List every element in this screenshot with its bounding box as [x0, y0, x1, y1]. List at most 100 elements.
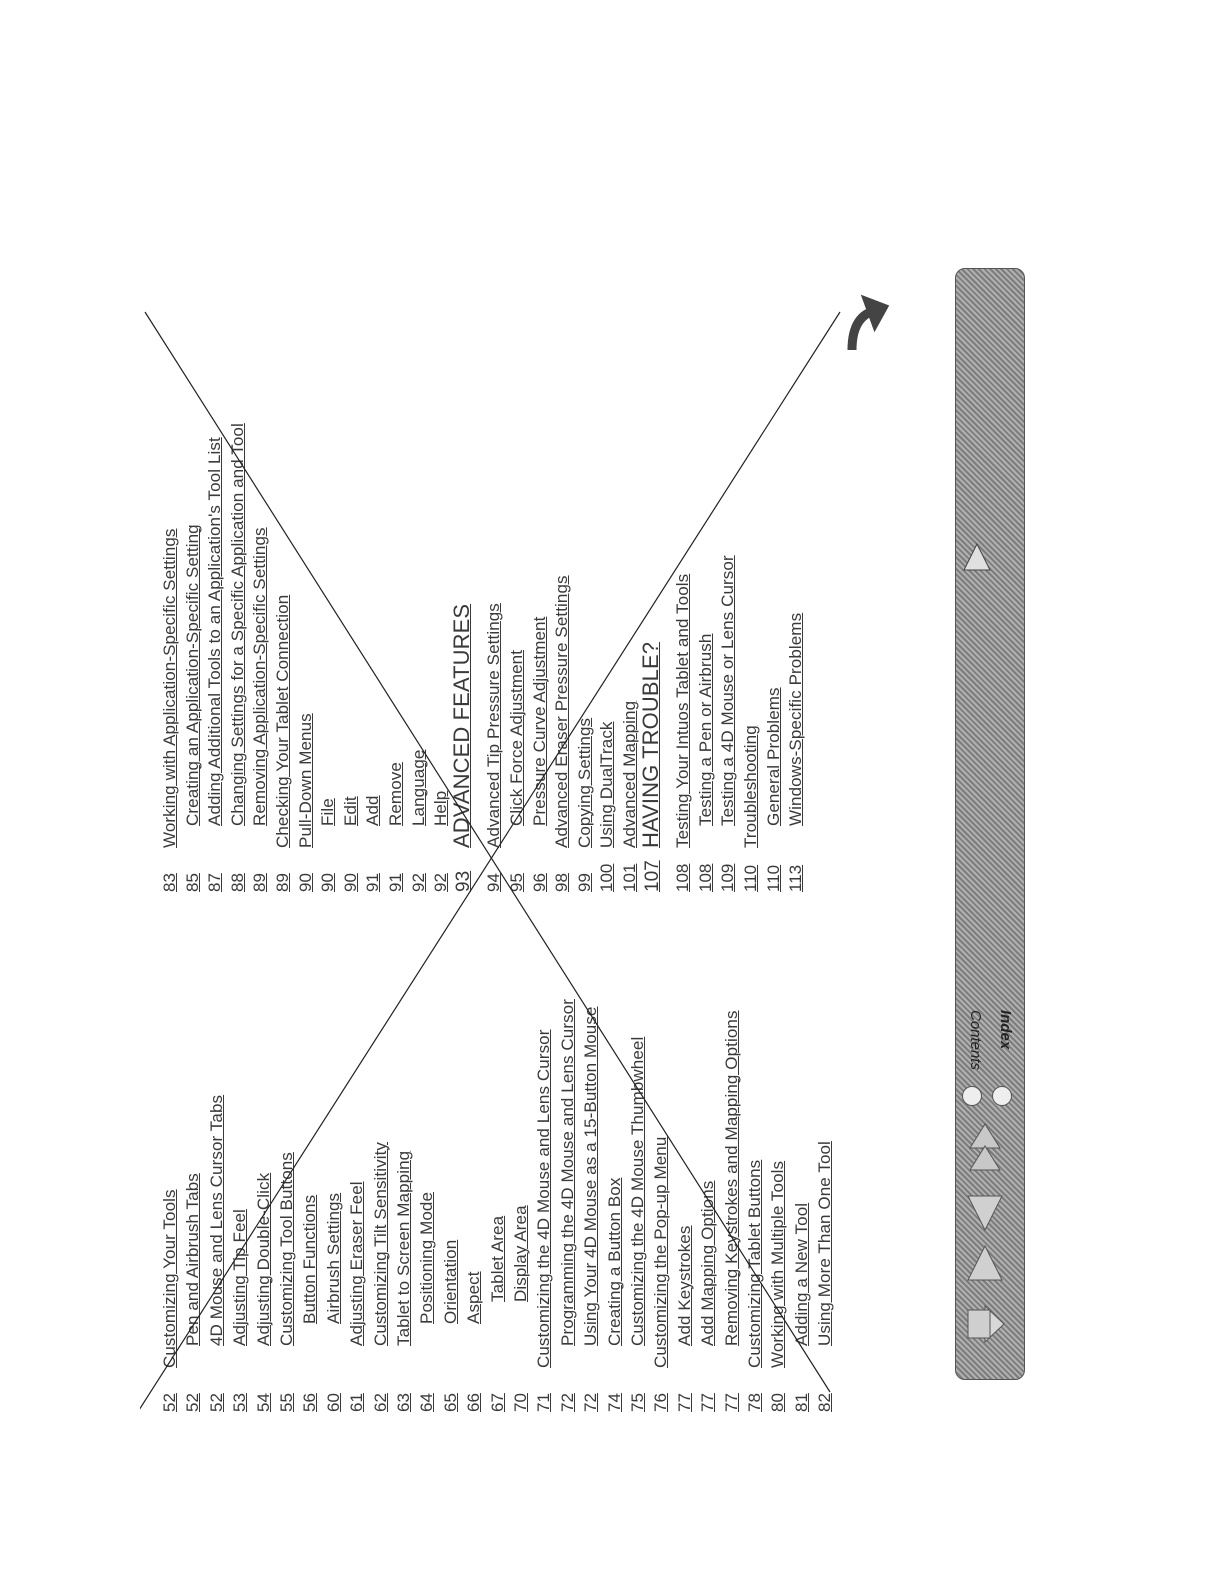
- page-number[interactable]: 62: [370, 1393, 390, 1412]
- entry-title[interactable]: Adding Additional Tools to an Applicatio…: [205, 437, 225, 826]
- left-toc-entry[interactable]: 52 Customizing Your Tools: [158, 942, 181, 1412]
- entry-title[interactable]: Button Functions: [300, 1194, 320, 1324]
- page-number[interactable]: 55: [277, 1393, 296, 1412]
- page-number[interactable]: 65: [440, 1393, 460, 1412]
- page-number[interactable]: 76: [651, 1393, 671, 1412]
- entry-title[interactable]: Add Mapping Options: [698, 1180, 718, 1346]
- page-number[interactable]: 52: [160, 1393, 179, 1412]
- entry-title[interactable]: Adjusting Double-Click: [253, 1172, 273, 1346]
- left-toc-entry[interactable]: 61 Adjusting Eraser Feel: [345, 942, 368, 1412]
- entry-title[interactable]: Testing a Pen or Airbrush: [695, 633, 715, 826]
- left-toc-entry[interactable]: 63 Tablet to Screen Mapping: [392, 942, 415, 1412]
- right-toc-entry[interactable]: 107 HAVING TROUBLE?: [638, 392, 664, 892]
- page-number[interactable]: 77: [698, 1393, 718, 1412]
- entry-title[interactable]: 4D Mouse and Lens Cursor Tabs: [206, 1094, 226, 1346]
- page-number[interactable]: 85: [182, 873, 202, 892]
- page-number[interactable]: 109: [718, 863, 738, 892]
- next-page-button[interactable]: [962, 1190, 1008, 1236]
- entry-title[interactable]: Pen and Airbrush Tabs: [183, 1173, 203, 1346]
- entry-title[interactable]: Customizing the Pop-up Menu: [651, 1136, 671, 1368]
- page-number[interactable]: 95: [507, 873, 526, 892]
- page-number[interactable]: 94: [484, 873, 504, 892]
- entry-title[interactable]: Customizing the 4D Mouse and Lens Cursor: [534, 1029, 554, 1369]
- page-number[interactable]: 61: [347, 1393, 367, 1412]
- entry-title[interactable]: Adjusting Eraser Feel: [347, 1181, 367, 1346]
- page-number[interactable]: 99: [574, 873, 594, 892]
- page-number[interactable]: 113: [786, 864, 806, 892]
- entry-title[interactable]: Programming the 4D Mouse and Lens Cursor: [557, 999, 577, 1346]
- entry-title[interactable]: Changing Settings for a Specific Applica…: [227, 423, 247, 826]
- right-toc-entry[interactable]: 92 Language: [407, 392, 430, 892]
- page-number[interactable]: 101: [620, 863, 639, 892]
- entry-title[interactable]: Tablet to Screen Mapping: [394, 1150, 413, 1346]
- entry-title[interactable]: Customizing Tool Buttons: [277, 1152, 296, 1346]
- left-toc-entry[interactable]: 72 Programming the 4D Mouse and Lens Curs…: [556, 942, 579, 1412]
- entry-title[interactable]: Add Keystrokes: [674, 1225, 694, 1346]
- index-button[interactable]: Index: [990, 1010, 1020, 1110]
- entry-title[interactable]: ADVANCED FEATURES: [448, 603, 474, 848]
- entry-title[interactable]: HAVING TROUBLE?: [637, 641, 663, 848]
- entry-title[interactable]: Aspect: [464, 1271, 484, 1324]
- page-number[interactable]: 96: [529, 873, 549, 892]
- entry-title[interactable]: Customizing Your Tools: [160, 1189, 179, 1368]
- contents-button[interactable]: Contents: [960, 1010, 990, 1110]
- entry-title[interactable]: Troubleshooting: [741, 725, 760, 848]
- page-number[interactable]: 92: [408, 873, 428, 892]
- page-number[interactable]: 82: [815, 1393, 835, 1412]
- page-number[interactable]: 63: [394, 1393, 413, 1412]
- entry-title[interactable]: Removing Keystrokes and Mapping Options: [721, 1010, 741, 1346]
- page-number[interactable]: 108: [673, 863, 693, 892]
- page-number[interactable]: 108: [695, 863, 715, 892]
- right-toc-entry[interactable]: 109 Testing a 4D Mouse or Lens Cursor: [716, 392, 739, 892]
- page-number[interactable]: 91: [386, 873, 405, 892]
- page-number[interactable]: 90: [318, 873, 338, 892]
- page-number[interactable]: 107: [641, 860, 663, 892]
- previous-page-button[interactable]: [962, 1240, 1008, 1286]
- entry-title[interactable]: Working with Multiple Tools: [768, 1160, 788, 1368]
- entry-title[interactable]: Testing a 4D Mouse or Lens Cursor: [718, 555, 738, 826]
- entry-title[interactable]: Language: [408, 749, 428, 826]
- entry-title[interactable]: Customizing the 4D Mouse Thumbwheel: [628, 1036, 647, 1346]
- back-button[interactable]: [962, 1118, 1008, 1178]
- page-number[interactable]: 110: [763, 864, 783, 892]
- page-number[interactable]: 98: [552, 873, 572, 892]
- entry-title[interactable]: Adjusting Tip Feel: [230, 1209, 250, 1346]
- entry-title[interactable]: Using More Than One Tool: [815, 1141, 835, 1346]
- right-toc-entry[interactable]: 98 Advanced Eraser Pressure Settings: [550, 392, 573, 892]
- page-number[interactable]: 72: [557, 1393, 577, 1412]
- page-number[interactable]: 90: [295, 873, 315, 892]
- entry-title[interactable]: Windows-Specific Problems: [786, 612, 806, 826]
- entry-title[interactable]: Advanced Eraser Pressure Settings: [552, 575, 572, 848]
- page-number[interactable]: 54: [253, 1393, 273, 1412]
- left-toc-entry[interactable]: 76 Customizing the Pop-up Menu: [649, 942, 672, 1412]
- left-toc-entry[interactable]: 55 Customizing Tool Buttons: [275, 942, 298, 1412]
- page-number[interactable]: 89: [273, 873, 292, 892]
- page-number[interactable]: 75: [628, 1393, 647, 1412]
- entry-title[interactable]: Checking Your Tablet Connection: [273, 594, 292, 848]
- entry-title[interactable]: Using Your 4D Mouse as a 15-Button Mouse: [581, 1006, 601, 1346]
- page-number[interactable]: 90: [340, 873, 360, 892]
- entry-title[interactable]: Adding a New Tool: [791, 1202, 811, 1346]
